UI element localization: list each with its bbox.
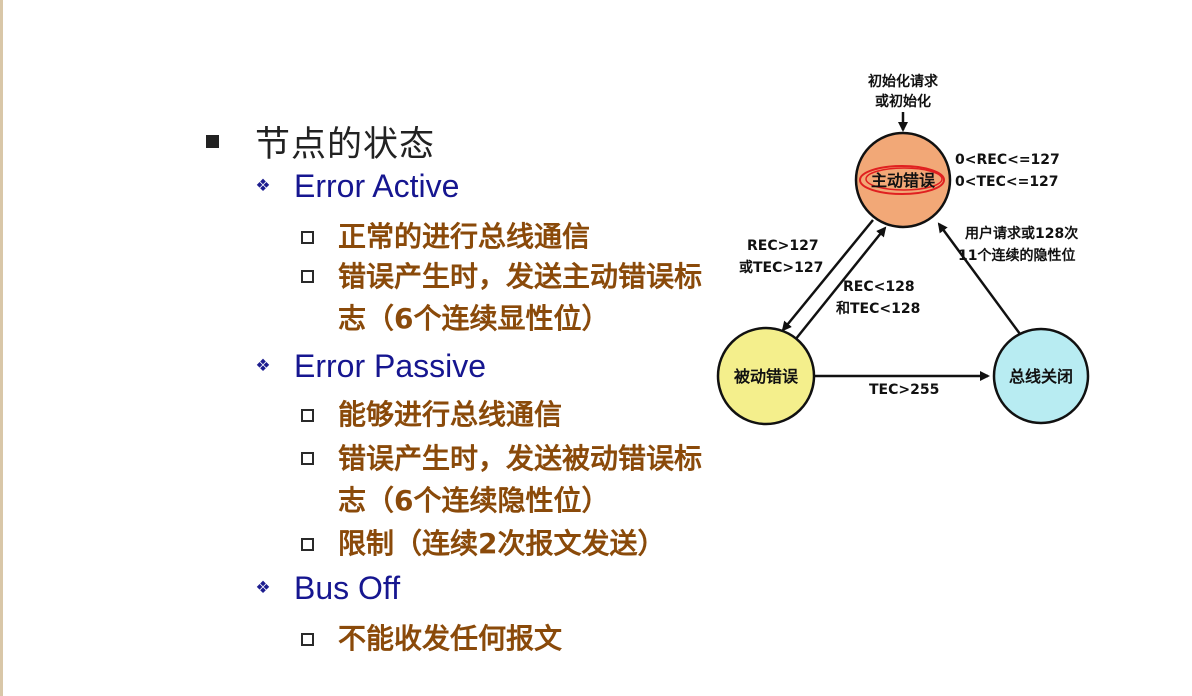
node-active <box>854 131 952 229</box>
active-stay-label-line1: 0<REC<=127 <box>955 152 1060 168</box>
section-title-bus-off: Bus Off <box>294 570 401 606</box>
heading-row: 节点的状态 <box>206 116 435 167</box>
list-item: 不能收发任何报文 <box>301 618 562 660</box>
section-row-error-passive: ❖ Error Passive <box>250 348 486 385</box>
node-active-label: 主动错误 <box>871 171 936 190</box>
state-outline: 节点的状态 ❖ Error Active 正常的进行总线通信 错误产生时，发送主… <box>206 116 708 660</box>
init-label-line1: 初始化请求 <box>868 73 939 90</box>
arrow-passive-to-active <box>794 226 887 341</box>
list-item: 正常的进行总线通信 <box>301 216 590 258</box>
active-stay-label-line2: 0<TEC<=127 <box>955 174 1059 190</box>
list-item-text: 错误产生时，发送被动错误标志（6个连续隐性位） <box>338 442 703 517</box>
list-item-text: 正常的进行总线通信 <box>338 220 591 253</box>
section-row-bus-off: ❖ Bus Off <box>250 570 400 607</box>
node-busoff <box>992 327 1090 425</box>
checkbox-bullet-icon <box>301 270 314 283</box>
node-busoff-label: 总线关闭 <box>1009 367 1073 386</box>
checkbox-bullet-icon <box>301 632 314 646</box>
slide-heading: 节点的状态 <box>255 125 436 165</box>
checkbox-bullet-icon <box>301 537 314 551</box>
checkbox-bullet-icon <box>301 452 314 465</box>
passive-to-active-label-line2: 和TEC<128 <box>836 301 920 317</box>
busoff-to-active-label-line2: 11个连续的隐性位 <box>958 247 1075 264</box>
passive-to-active-label-line1: REC<128 <box>843 279 915 295</box>
annotation-ellipse <box>859 165 945 195</box>
arrow-busoff-to-active <box>937 222 1022 335</box>
annotation-ellipse <box>865 167 943 191</box>
square-bullet-icon <box>206 135 219 148</box>
passive-to-busoff-label: TEC>255 <box>869 382 939 398</box>
checkbox-bullet-icon <box>301 230 314 244</box>
active-to-passive-label-line2: 或TEC>127 <box>739 259 823 276</box>
list-item: 错误产生时，发送被动错误标志（6个连续隐性位） <box>301 438 708 522</box>
list-item: 错误产生时，发送主动错误标志（6个连续显性位） <box>301 256 708 340</box>
diamond-bullet-icon: ❖ <box>255 356 271 376</box>
node-passive-label: 被动错误 <box>734 367 799 386</box>
section-title-error-active: Error Active <box>294 168 460 204</box>
list-item-text: 错误产生时，发送主动错误标志（6个连续显性位） <box>338 260 703 335</box>
arrow-active-to-passive <box>781 219 874 332</box>
list-item: 限制（连续2次报文发送） <box>301 523 665 565</box>
checkbox-bullet-icon <box>301 408 314 422</box>
list-item-text: 不能收发任何报文 <box>338 622 563 655</box>
init-label-line2: 或初始化 <box>875 93 931 110</box>
section-row-error-active: ❖ Error Active <box>250 168 459 205</box>
list-item-text: 限制（连续2次报文发送） <box>338 527 666 560</box>
slide-left-border <box>0 0 3 696</box>
list-item-text: 能够进行总线通信 <box>338 398 563 431</box>
section-title-error-passive: Error Passive <box>294 348 487 384</box>
list-item: 能够进行总线通信 <box>301 394 562 436</box>
busoff-to-active-label-line1: 用户请求或128次 <box>965 225 1078 242</box>
active-to-passive-label-line1: REC>127 <box>747 238 819 254</box>
diamond-bullet-icon: ❖ <box>255 176 271 196</box>
diamond-bullet-icon: ❖ <box>255 578 271 598</box>
